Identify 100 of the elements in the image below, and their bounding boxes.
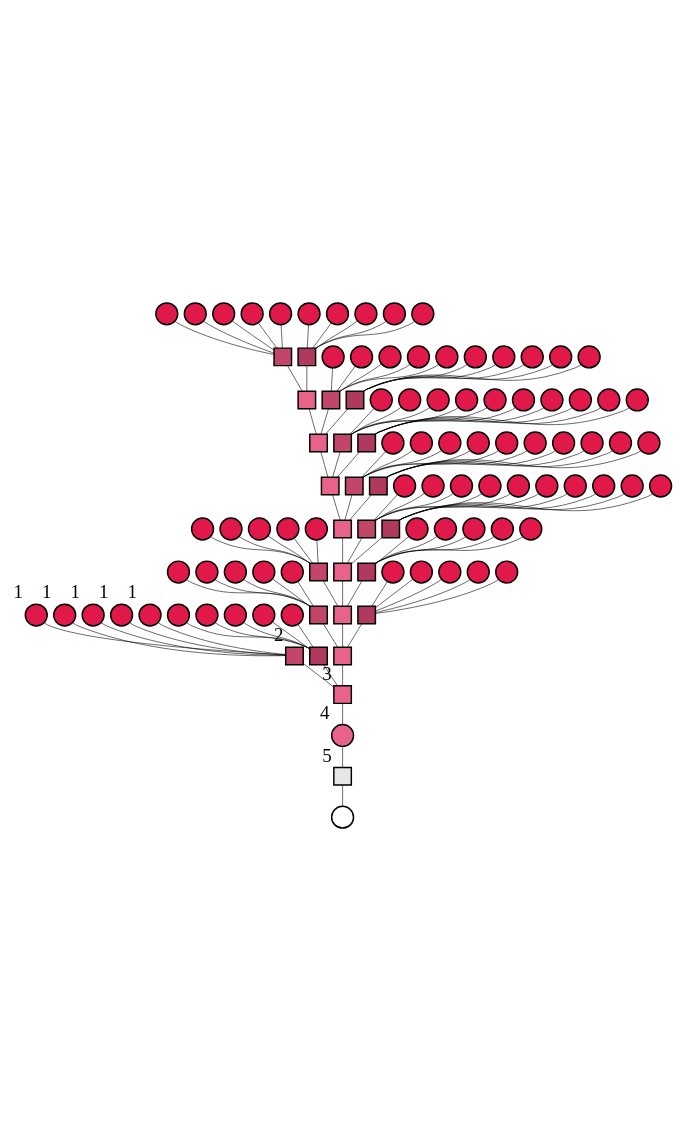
connector bbox=[323, 623, 338, 648]
node-circle bbox=[378, 345, 402, 369]
node-circle bbox=[219, 517, 243, 541]
node-circle bbox=[620, 474, 644, 498]
node-circle bbox=[280, 560, 304, 584]
connector bbox=[349, 494, 372, 521]
node-box bbox=[381, 519, 401, 539]
connector bbox=[375, 493, 454, 521]
node-box bbox=[357, 433, 377, 453]
connector bbox=[293, 537, 313, 564]
connector bbox=[186, 579, 311, 607]
node-box bbox=[309, 605, 328, 625]
node-circle bbox=[523, 431, 547, 455]
connector bbox=[375, 579, 414, 608]
connector bbox=[297, 624, 314, 648]
node-circle bbox=[563, 474, 587, 498]
connector bbox=[315, 321, 387, 349]
connector bbox=[375, 536, 523, 564]
node-label: 1 bbox=[42, 581, 52, 603]
node-box bbox=[333, 646, 353, 666]
node-label: 4 bbox=[319, 701, 330, 723]
node-circle bbox=[223, 560, 248, 584]
connector bbox=[351, 537, 383, 564]
connector bbox=[320, 408, 329, 435]
node-box bbox=[357, 605, 377, 625]
node-label: 1 bbox=[127, 581, 137, 603]
connector bbox=[375, 536, 410, 565]
connector bbox=[287, 365, 303, 392]
node-circle bbox=[53, 603, 77, 627]
node-circle bbox=[321, 345, 345, 369]
node-circle bbox=[411, 302, 435, 326]
connector bbox=[342, 703, 343, 725]
connector bbox=[174, 321, 275, 355]
node-circle bbox=[466, 560, 490, 584]
node-circle bbox=[540, 388, 564, 412]
node-circle bbox=[155, 302, 179, 326]
connector bbox=[272, 578, 310, 607]
node-circle bbox=[625, 388, 649, 412]
connector bbox=[375, 536, 495, 564]
connector bbox=[375, 492, 425, 521]
node-circle bbox=[506, 474, 531, 498]
connector bbox=[186, 622, 310, 649]
connector bbox=[214, 579, 311, 607]
connector bbox=[243, 579, 311, 607]
node-box bbox=[357, 519, 377, 539]
connector bbox=[210, 536, 311, 564]
connector bbox=[315, 321, 415, 349]
node-circle bbox=[382, 302, 407, 326]
node-circle bbox=[519, 517, 543, 541]
node-box bbox=[309, 433, 328, 453]
node-box bbox=[320, 476, 340, 496]
node-circle bbox=[381, 431, 405, 455]
connector bbox=[351, 407, 431, 435]
connector bbox=[373, 494, 398, 521]
node-circle bbox=[195, 603, 219, 627]
node-circle bbox=[252, 603, 276, 627]
node-circle bbox=[369, 388, 393, 412]
connector bbox=[258, 322, 278, 349]
connector bbox=[349, 408, 375, 435]
node-circle bbox=[354, 302, 378, 326]
node-circle bbox=[492, 345, 516, 369]
connector bbox=[375, 536, 438, 564]
connector bbox=[347, 623, 362, 648]
connector bbox=[307, 324, 309, 349]
node-circle bbox=[421, 474, 445, 498]
connector bbox=[339, 364, 440, 392]
node-circle bbox=[212, 302, 236, 326]
connector bbox=[344, 494, 353, 521]
node-circle bbox=[405, 517, 429, 541]
connector bbox=[306, 365, 308, 392]
connector bbox=[362, 450, 499, 478]
node-circle bbox=[409, 431, 434, 455]
node-label: 5 bbox=[322, 744, 332, 766]
node-circle bbox=[240, 302, 264, 326]
node-circle bbox=[406, 345, 431, 369]
connector bbox=[100, 622, 286, 656]
node-circle bbox=[297, 302, 321, 326]
node-circle bbox=[349, 345, 374, 369]
node-circle bbox=[166, 603, 191, 627]
node-circle bbox=[580, 431, 604, 455]
connector bbox=[351, 407, 488, 435]
node-circle bbox=[495, 431, 519, 455]
node-circle bbox=[166, 560, 191, 584]
node-box bbox=[284, 646, 304, 666]
node-circle bbox=[24, 603, 48, 627]
connector bbox=[342, 664, 343, 687]
connector bbox=[320, 451, 329, 478]
connector bbox=[362, 449, 414, 478]
connector bbox=[347, 537, 363, 564]
node-circle bbox=[223, 603, 248, 627]
node-circle bbox=[381, 560, 405, 584]
node-circle bbox=[433, 517, 458, 541]
node-circle bbox=[535, 474, 559, 498]
node-circle bbox=[247, 517, 272, 541]
connector bbox=[351, 406, 402, 435]
node-circle bbox=[268, 302, 293, 326]
node-circle bbox=[490, 517, 514, 541]
connector bbox=[297, 581, 314, 607]
node-circle bbox=[608, 431, 633, 455]
connector bbox=[214, 622, 310, 649]
